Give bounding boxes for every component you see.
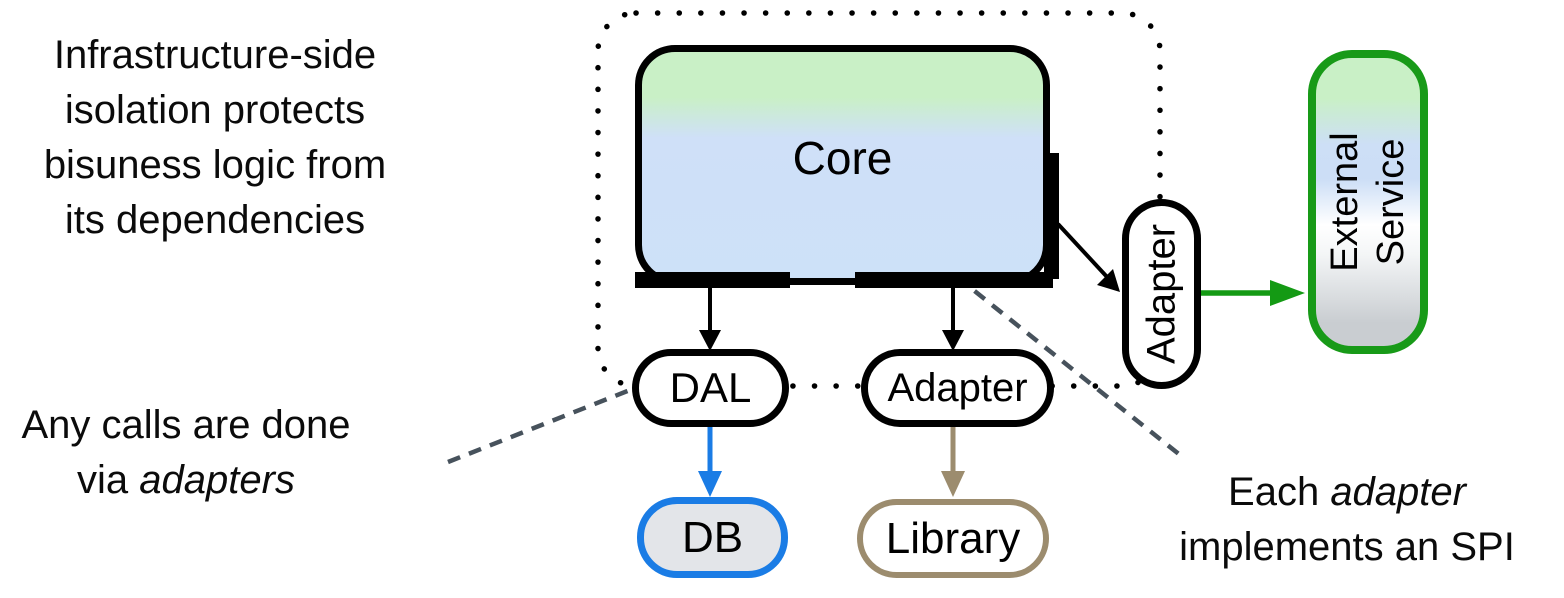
dal-label: DAL [669,364,752,411]
arrow-core-to-adapter [942,288,964,351]
callout-line-adapters [447,387,631,465]
arrow-adapter-to-library [941,427,965,497]
dal-node: DAL [632,349,789,427]
spi-note-adapter-italic: adapter [1330,470,1466,514]
spi-port-bar-right [855,272,1053,288]
isolation-note-text: Infrastructure-side isolation protects b… [43,33,387,242]
library-node: Library [857,499,1049,578]
external-service-label: External Service [1324,132,1412,272]
core-node: Core [635,45,1050,285]
db-label: DB [681,512,744,562]
arrow-adapter-to-external-service [1201,280,1305,306]
adapter-right-node: Adapter [1122,199,1201,389]
spi-note-line2: implements an SPI [1179,525,1515,569]
calls-note-text: Any calls are done via adapters [0,398,372,508]
arrow-dal-to-db [698,427,722,497]
calls-note-line2: via [77,458,140,502]
external-service-node: External Service [1308,50,1428,354]
adapter-right-label: Adapter [1139,223,1183,365]
db-node: DB [637,497,788,578]
spi-note-text: Each adapter implements an SPI [1130,465,1564,575]
spi-port-bar-left [635,272,790,288]
spi-note-line1: Each [1228,470,1331,514]
arrow-core-to-dal [699,288,721,351]
library-label: Library [885,513,1021,563]
callout-line-spi [955,275,1187,461]
calls-note-adapters-italic: adapters [139,458,295,502]
arrow-core-to-right-adapter [1056,222,1120,292]
adapter-bottom-label: Adapter [887,365,1028,410]
adapter-bottom-node: Adapter [861,349,1054,427]
calls-note-line1: Any calls are done [21,403,351,447]
spi-port-bar-side [1044,153,1059,279]
core-label: Core [792,132,893,184]
